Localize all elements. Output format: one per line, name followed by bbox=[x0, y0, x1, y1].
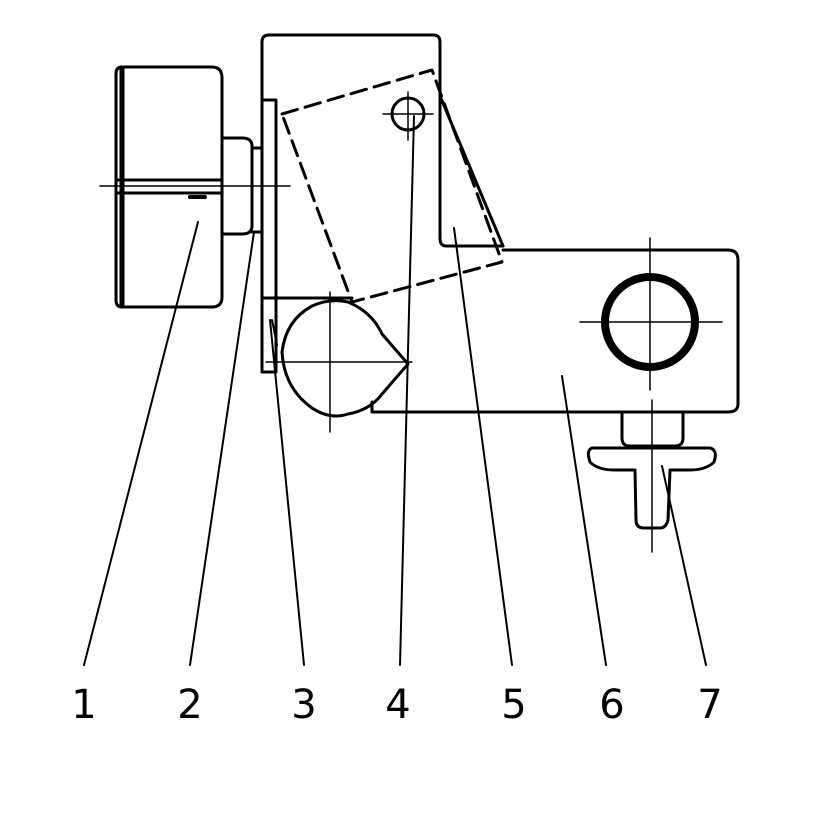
leader-3 bbox=[269, 319, 305, 666]
callout-3: 3 bbox=[291, 682, 316, 728]
part-1-knob bbox=[99, 65, 291, 309]
callout-5: 5 bbox=[501, 682, 526, 728]
part-4-pivot bbox=[382, 91, 434, 141]
part-3-strip bbox=[260, 98, 354, 374]
callout-6: 6 bbox=[599, 682, 624, 728]
leader-7 bbox=[661, 465, 707, 666]
roller bbox=[265, 291, 413, 433]
callout-7: 7 bbox=[697, 682, 722, 728]
dashed-lever bbox=[280, 68, 504, 304]
leader-5 bbox=[453, 227, 513, 666]
callout-1: 1 bbox=[71, 682, 96, 728]
callout-labels: 1 2 3 4 5 6 7 bbox=[71, 682, 722, 728]
part-6-body bbox=[370, 237, 740, 414]
leader-lines bbox=[83, 115, 707, 666]
leader-2 bbox=[189, 231, 255, 666]
leader-4 bbox=[399, 115, 415, 666]
part-7-screw bbox=[586, 399, 717, 553]
part-5-housing bbox=[260, 33, 505, 248]
lever-solid-edge bbox=[438, 94, 505, 248]
callout-4: 4 bbox=[385, 682, 410, 728]
leader-6 bbox=[561, 375, 607, 666]
callout-2: 2 bbox=[177, 682, 202, 728]
leader-1 bbox=[83, 221, 199, 666]
